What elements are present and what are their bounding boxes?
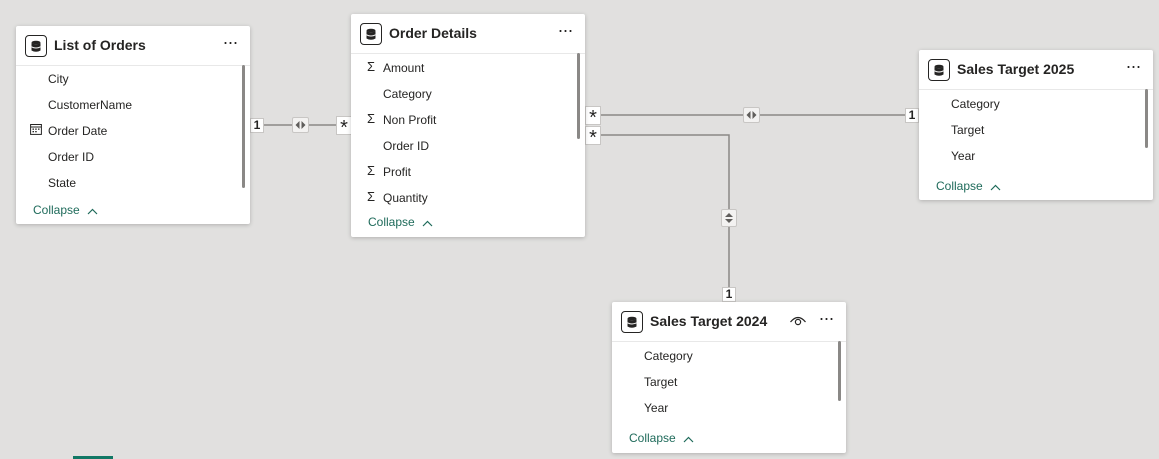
field-item[interactable]: State <box>16 170 240 196</box>
database-icon <box>360 23 382 45</box>
field-item[interactable]: Σ Profit <box>351 159 575 185</box>
table-title: List of Orders <box>54 37 146 53</box>
field-label: Category <box>383 87 432 101</box>
field-item[interactable]: Target <box>919 117 1143 143</box>
field-item[interactable]: Σ Quantity <box>351 185 575 211</box>
scrollbar-thumb[interactable] <box>838 341 841 401</box>
table-title: Sales Target 2024 <box>650 313 768 329</box>
relationship-line-details-target2024[interactable] <box>600 134 730 287</box>
field-item[interactable]: Category <box>351 81 575 107</box>
table-card-header[interactable]: List of Orders ··· <box>16 26 250 66</box>
collapse-link[interactable]: Collapse <box>629 431 694 446</box>
collapse-link[interactable]: Collapse <box>368 215 433 230</box>
field-item[interactable]: Σ Amount <box>351 55 575 81</box>
more-options-button[interactable]: ··· <box>222 32 239 52</box>
cardinality-one-label: 1 <box>250 118 264 133</box>
field-item[interactable]: Order Date <box>16 118 240 144</box>
cardinality-many-label: * <box>585 106 601 129</box>
field-label: Non Profit <box>383 113 437 127</box>
field-item[interactable]: Category <box>612 343 836 369</box>
field-label: Target <box>644 375 678 389</box>
field-label: Order Date <box>48 124 108 138</box>
field-item[interactable]: CustomerName <box>16 92 240 118</box>
collapse-link[interactable]: Collapse <box>936 179 1001 194</box>
scrollbar-thumb[interactable] <box>577 53 580 139</box>
table-card-header[interactable]: Sales Target 2025 ··· <box>919 50 1153 90</box>
field-label: State <box>48 176 77 190</box>
more-options-button[interactable]: ··· <box>557 20 574 40</box>
chevron-up-icon <box>87 204 98 218</box>
field-label: Year <box>951 149 976 163</box>
bidirectional-filter-icon[interactable] <box>292 117 309 133</box>
bidirectional-filter-icon[interactable] <box>721 209 737 227</box>
more-options-button[interactable]: ··· <box>1125 56 1142 76</box>
cardinality-many-label: * <box>585 126 601 149</box>
table-card-list-of-orders[interactable]: List of Orders ··· City CustomerName <box>16 26 250 224</box>
table-card-sales-target-2025[interactable]: Sales Target 2025 ··· Category Target Ye… <box>919 50 1153 200</box>
sigma-icon: Σ <box>366 163 376 178</box>
cardinality-many-label: * <box>336 116 352 139</box>
database-icon <box>928 59 950 81</box>
table-card-header[interactable]: Sales Target 2024 ··· <box>612 302 846 342</box>
scrollbar-thumb[interactable] <box>1145 89 1148 148</box>
field-item[interactable]: Year <box>612 395 836 421</box>
eye-icon[interactable] <box>789 314 807 328</box>
field-item[interactable]: Year <box>919 143 1143 169</box>
field-label: Year <box>644 401 669 415</box>
database-icon <box>25 35 47 57</box>
sigma-icon: Σ <box>366 59 376 74</box>
field-item[interactable]: Order ID <box>351 133 575 159</box>
active-page-tab-indicator <box>73 456 113 459</box>
more-options-button[interactable]: ··· <box>818 308 835 328</box>
field-label: Order ID <box>383 139 430 153</box>
collapse-label: Collapse <box>936 179 983 193</box>
field-label: Category <box>951 97 1000 111</box>
table-title: Order Details <box>389 25 477 41</box>
field-label: Quantity <box>383 191 428 205</box>
database-icon <box>621 311 643 333</box>
field-label: CustomerName <box>48 98 133 112</box>
collapse-label: Collapse <box>368 215 415 229</box>
field-label: Target <box>951 123 985 137</box>
field-label: Order ID <box>48 150 95 164</box>
field-item[interactable]: City <box>16 66 240 92</box>
table-title: Sales Target 2025 <box>957 61 1075 77</box>
collapse-link[interactable]: Collapse <box>33 203 98 218</box>
sigma-icon: Σ <box>366 189 376 204</box>
table-card-order-details[interactable]: Order Details ··· Σ Amount Category Σ No… <box>351 14 585 237</box>
table-card-header[interactable]: Order Details ··· <box>351 14 585 54</box>
field-label: Profit <box>383 165 412 179</box>
chevron-up-icon <box>683 432 694 446</box>
chevron-up-icon <box>422 216 433 230</box>
scrollbar-thumb[interactable] <box>242 65 245 188</box>
field-item[interactable]: Order ID <box>16 144 240 170</box>
field-item[interactable]: Σ Non Profit <box>351 107 575 133</box>
cardinality-one-label: 1 <box>905 108 919 123</box>
collapse-label: Collapse <box>629 431 676 445</box>
collapse-label: Collapse <box>33 203 80 217</box>
chevron-up-icon <box>990 180 1001 194</box>
bidirectional-filter-icon[interactable] <box>743 107 760 123</box>
field-label: City <box>48 72 69 86</box>
field-item[interactable]: Category <box>919 91 1143 117</box>
field-label: Category <box>644 349 693 363</box>
sigma-icon: Σ <box>366 111 376 126</box>
field-item[interactable]: Target <box>612 369 836 395</box>
cardinality-one-label: 1 <box>722 287 736 302</box>
calendar-icon <box>29 123 43 137</box>
field-label: Amount <box>383 61 425 75</box>
table-card-sales-target-2024[interactable]: Sales Target 2024 ··· Category Target Ye… <box>612 302 846 453</box>
